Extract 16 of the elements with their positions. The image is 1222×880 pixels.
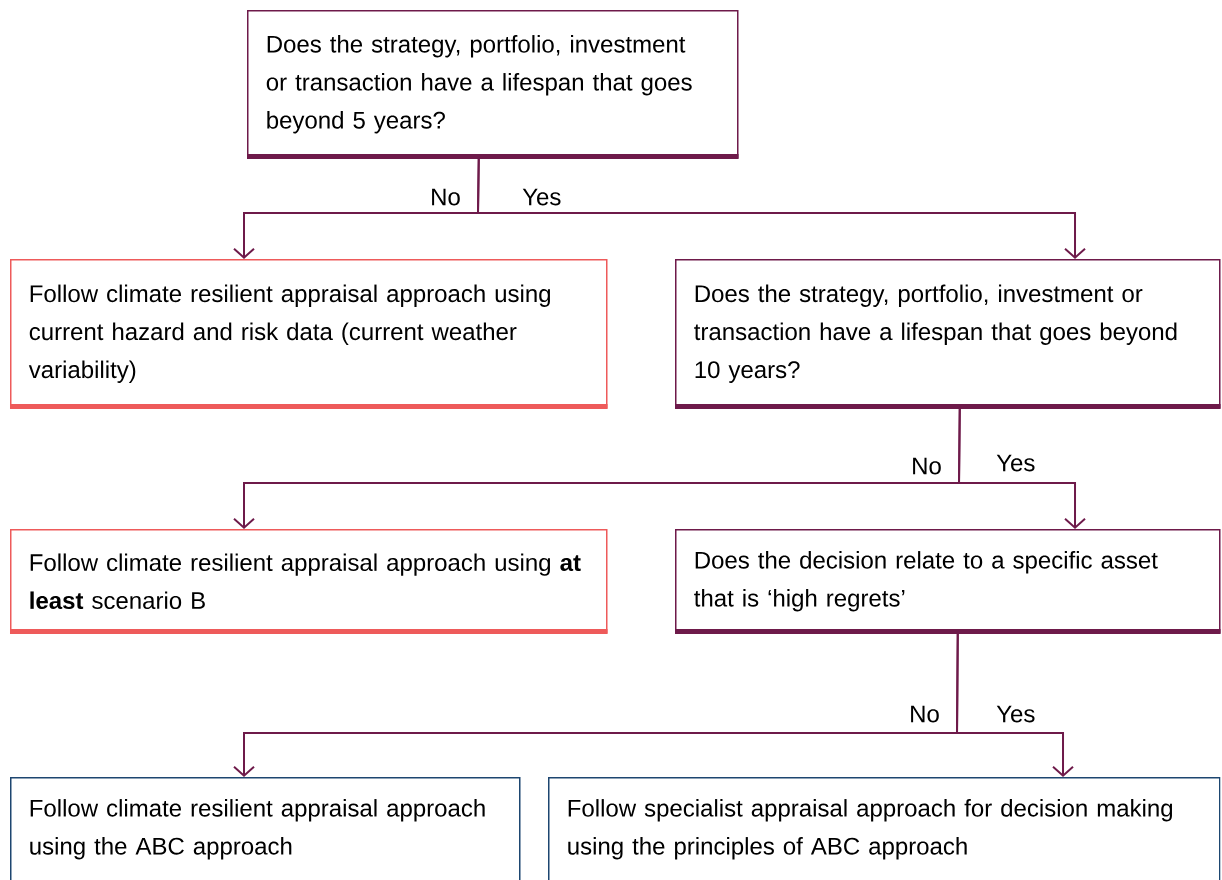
arrow <box>958 407 1086 529</box>
edge-label: No <box>909 455 944 477</box>
outcome-box: Follow climate resilient appraisal approach using current hazard and risk data (current weather variability) <box>10 259 608 409</box>
edge-label: Yes <box>994 452 1038 474</box>
edge-label: Yes <box>520 186 564 208</box>
edge-label: Yes <box>994 703 1038 725</box>
outcome-box: Follow climate resilient appraisal approach using at least scenario B <box>10 529 608 634</box>
outcome-box: Follow climate resilient appraisal approach using the ABC approach <box>10 777 521 880</box>
arrow <box>477 157 1086 259</box>
edge-label: No <box>907 703 942 725</box>
outcome-box: Follow specialist appraisal approach for decision making using the principles of ABC approach <box>548 777 1221 880</box>
decision-box: Does the decision relate to a specific asset that is ‘high regrets’ <box>675 529 1221 634</box>
arrow <box>956 632 1074 777</box>
decision-box: Does the strategy, portfolio, investment or transaction have a lifespan that goes beyond 5 years? <box>247 10 739 159</box>
decision-box: Does the strategy, portfolio, investment or transaction have a lifespan that goes beyond 10 years? <box>675 259 1221 409</box>
edge-label: No <box>428 186 463 208</box>
